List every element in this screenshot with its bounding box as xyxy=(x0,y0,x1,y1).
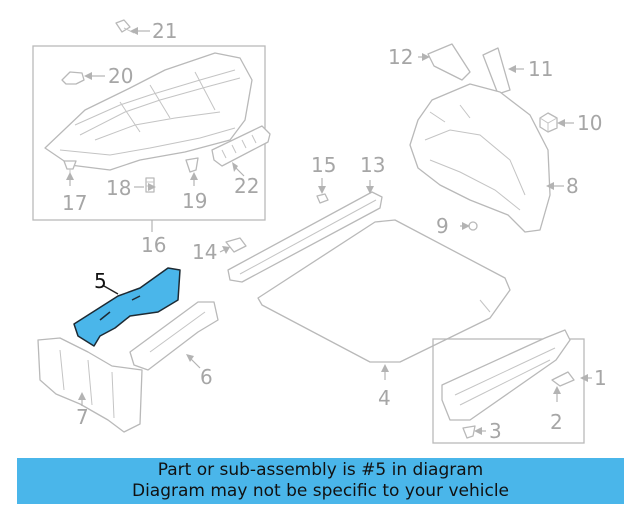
callout-12[interactable]: 12 xyxy=(388,45,413,69)
bolt-15 xyxy=(316,193,329,204)
callout-15[interactable]: 15 xyxy=(311,153,336,177)
callout-6[interactable]: 6 xyxy=(200,365,213,389)
clip-14 xyxy=(225,237,247,253)
callout-9[interactable]: 9 xyxy=(436,214,449,238)
highlighted-part-5[interactable] xyxy=(73,267,181,347)
callout-1[interactable]: 1 xyxy=(594,366,607,390)
callout-19[interactable]: 19 xyxy=(182,189,207,213)
leader-arrowheads xyxy=(66,27,588,435)
callout-numbers: 21 20 18 17 19 22 16 12 11 10 8 9 15 13 … xyxy=(62,19,607,443)
callout-8[interactable]: 8 xyxy=(566,174,579,198)
bracket-22 xyxy=(211,125,271,167)
scuff-plate-1 xyxy=(441,329,571,421)
banner-line-part: Part or sub-assembly is #5 in diagram xyxy=(157,460,484,480)
callout-13[interactable]: 13 xyxy=(360,153,385,177)
clip-3 xyxy=(462,425,476,439)
banner-line-disclaimer: Diagram may not be specific to your vehi… xyxy=(131,481,509,501)
callout-22[interactable]: 22 xyxy=(234,174,259,198)
side-trim-panel-8 xyxy=(409,83,551,233)
clip-9 xyxy=(468,221,478,231)
callout-11[interactable]: 11 xyxy=(528,57,553,81)
callout-21[interactable]: 21 xyxy=(152,19,177,43)
support-bracket-6 xyxy=(129,301,219,371)
trim-piece-12 xyxy=(427,43,471,81)
screw-21 xyxy=(115,19,135,34)
callout-3[interactable]: 3 xyxy=(489,419,502,443)
callout-18[interactable]: 18 xyxy=(106,176,131,200)
callout-14[interactable]: 14 xyxy=(192,240,217,264)
trim-clip-20 xyxy=(61,71,85,85)
bracket-2 xyxy=(551,371,575,387)
sill-plate-13 xyxy=(227,191,383,283)
clip-19 xyxy=(185,157,199,173)
callout-4[interactable]: 4 xyxy=(378,386,391,410)
callout-10[interactable]: 10 xyxy=(577,111,602,135)
info-banner: Part or sub-assembly is #5 in diagram Di… xyxy=(17,458,624,504)
trim-piece-11 xyxy=(482,47,511,95)
callout-17[interactable]: 17 xyxy=(62,191,87,215)
subassembly-frame-1 xyxy=(432,338,585,444)
callout-7[interactable]: 7 xyxy=(76,405,89,429)
rear-shelf-part xyxy=(44,52,253,171)
callout-2[interactable]: 2 xyxy=(550,410,563,434)
cover-10 xyxy=(539,112,558,133)
callout-5-highlighted[interactable]: 5 xyxy=(94,269,107,293)
callout-20[interactable]: 20 xyxy=(108,64,133,88)
floor-mat-4 xyxy=(257,219,511,363)
trim-panel-7 xyxy=(37,337,143,433)
callout-16[interactable]: 16 xyxy=(141,233,166,257)
